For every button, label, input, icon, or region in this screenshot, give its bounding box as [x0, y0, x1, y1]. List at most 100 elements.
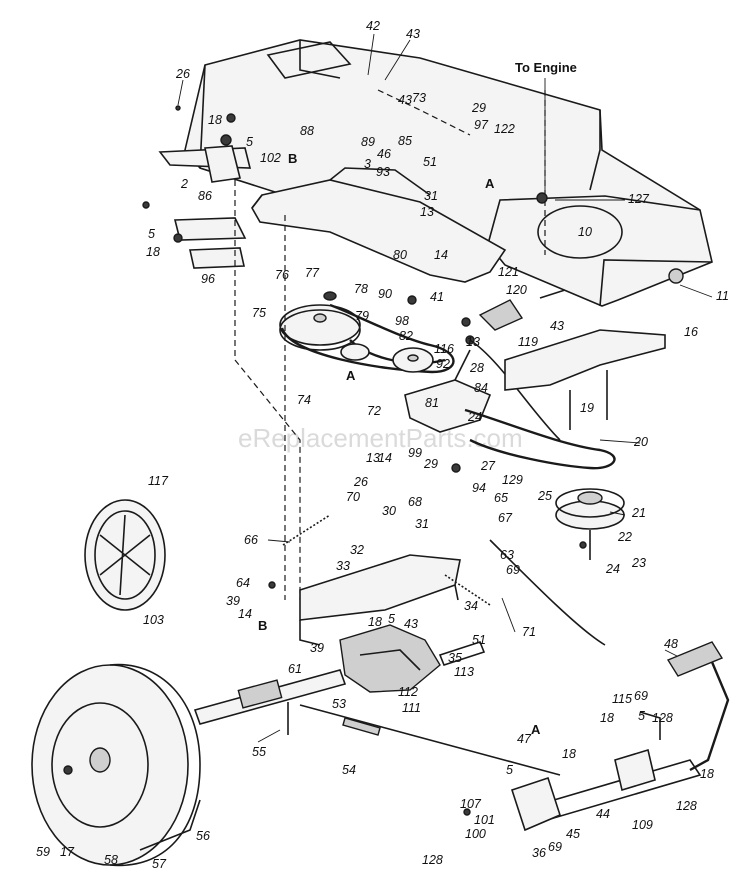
callout-112: 112	[398, 685, 418, 699]
callout-46: 46	[377, 147, 391, 161]
callout-25: 25	[537, 489, 552, 503]
callout-92: 92	[436, 357, 450, 371]
callout-14: 14	[378, 451, 392, 465]
callout-28: 28	[469, 361, 484, 375]
callout-85: 85	[398, 134, 412, 148]
callout-31: 31	[415, 517, 429, 531]
callout-24: 24	[467, 410, 482, 424]
callout-39: 39	[310, 641, 324, 655]
callout-74: 74	[297, 393, 311, 407]
callout-97: 97	[474, 118, 489, 132]
callout-128: 128	[652, 711, 673, 725]
transaxle-mount-plate	[299, 554, 461, 646]
callout-90: 90	[378, 287, 392, 301]
callout-18: 18	[600, 711, 614, 725]
marker-b: B	[258, 618, 267, 633]
transmission-pulley-21	[555, 488, 625, 560]
callout-13: 13	[420, 205, 434, 219]
callout-43: 43	[398, 93, 412, 107]
callout-58: 58	[104, 853, 118, 867]
callout-57: 57	[152, 857, 167, 871]
callout-5: 5	[506, 763, 513, 777]
callout-51: 51	[472, 633, 486, 647]
callout-63: 63	[500, 548, 514, 562]
callout-94: 94	[472, 481, 486, 495]
callout-23: 23	[631, 556, 646, 570]
callout-53: 53	[332, 697, 346, 711]
callout-22: 22	[617, 530, 632, 544]
callout-128: 128	[676, 799, 697, 813]
callout-98: 98	[395, 314, 409, 328]
markers: To Engine A A A B B	[258, 60, 577, 737]
callout-121: 121	[498, 265, 519, 279]
callout-44: 44	[596, 807, 610, 821]
callout-55: 55	[252, 745, 266, 759]
callout-111: 111	[402, 701, 421, 715]
callout-65: 65	[494, 491, 508, 505]
marker-b: B	[288, 151, 297, 166]
callout-119: 119	[518, 335, 538, 349]
callout-18: 18	[368, 615, 382, 629]
callout-73: 73	[412, 91, 426, 105]
callout-113: 113	[454, 665, 474, 679]
footrest-plate	[251, 167, 507, 283]
brake-pedal-assembly	[510, 641, 730, 832]
callout-5: 5	[638, 709, 645, 723]
callout-128: 128	[422, 853, 443, 867]
watermark-text: eReplacementParts.com	[238, 423, 523, 453]
callout-19: 19	[580, 401, 594, 415]
callout-81: 81	[425, 396, 439, 410]
callout-5: 5	[148, 227, 155, 241]
callout-18: 18	[208, 113, 222, 127]
callout-16: 16	[684, 325, 698, 339]
idler-pulley-74	[340, 343, 370, 361]
callout-129: 129	[502, 473, 523, 487]
engine-opening-10	[537, 205, 623, 259]
springs	[282, 514, 606, 646]
callout-100: 100	[465, 827, 486, 841]
callout-69: 69	[548, 840, 562, 854]
callout-101: 101	[474, 813, 495, 827]
callout-43: 43	[406, 27, 420, 41]
callout-84: 84	[474, 381, 488, 395]
frame-hole	[668, 268, 684, 284]
callout-127: 127	[628, 192, 650, 206]
callout-93: 93	[376, 165, 390, 179]
callout-26: 26	[175, 67, 190, 81]
hardware-fasteners	[63, 105, 587, 816]
callout-86: 86	[198, 189, 212, 203]
callout-103: 103	[143, 613, 164, 627]
frame-body	[184, 39, 713, 307]
callout-2: 2	[180, 177, 188, 191]
callout-116: 116	[434, 342, 454, 356]
callout-10: 10	[578, 225, 592, 239]
callout-66: 66	[244, 533, 258, 547]
marker-a: A	[531, 722, 541, 737]
callout-67: 67	[498, 511, 513, 525]
callout-45: 45	[566, 827, 580, 841]
marker-a: A	[485, 176, 495, 191]
callout-labels: 42 43 26 18 5 102 2 86 5 18 96 88 43 73 …	[36, 19, 729, 871]
callout-59: 59	[36, 845, 50, 859]
callout-27: 27	[480, 459, 496, 473]
callout-82: 82	[399, 329, 413, 343]
callout-11: 11	[716, 289, 729, 303]
callout-29: 29	[423, 457, 438, 471]
callout-35: 35	[448, 651, 462, 665]
callout-13: 13	[466, 335, 480, 349]
callout-56: 56	[196, 829, 210, 843]
callout-77: 77	[305, 266, 320, 280]
callout-32: 32	[350, 543, 364, 557]
hubcap-117	[84, 499, 166, 611]
callout-17: 17	[60, 845, 75, 859]
bracket-16	[504, 329, 666, 430]
callout-72: 72	[367, 404, 381, 418]
callout-18: 18	[700, 767, 714, 781]
callout-51: 51	[423, 155, 437, 169]
callout-48: 48	[664, 637, 678, 651]
marker-a: A	[346, 368, 356, 383]
callout-31: 31	[424, 189, 438, 203]
callout-18: 18	[562, 747, 576, 761]
rear-axle	[193, 641, 486, 735]
